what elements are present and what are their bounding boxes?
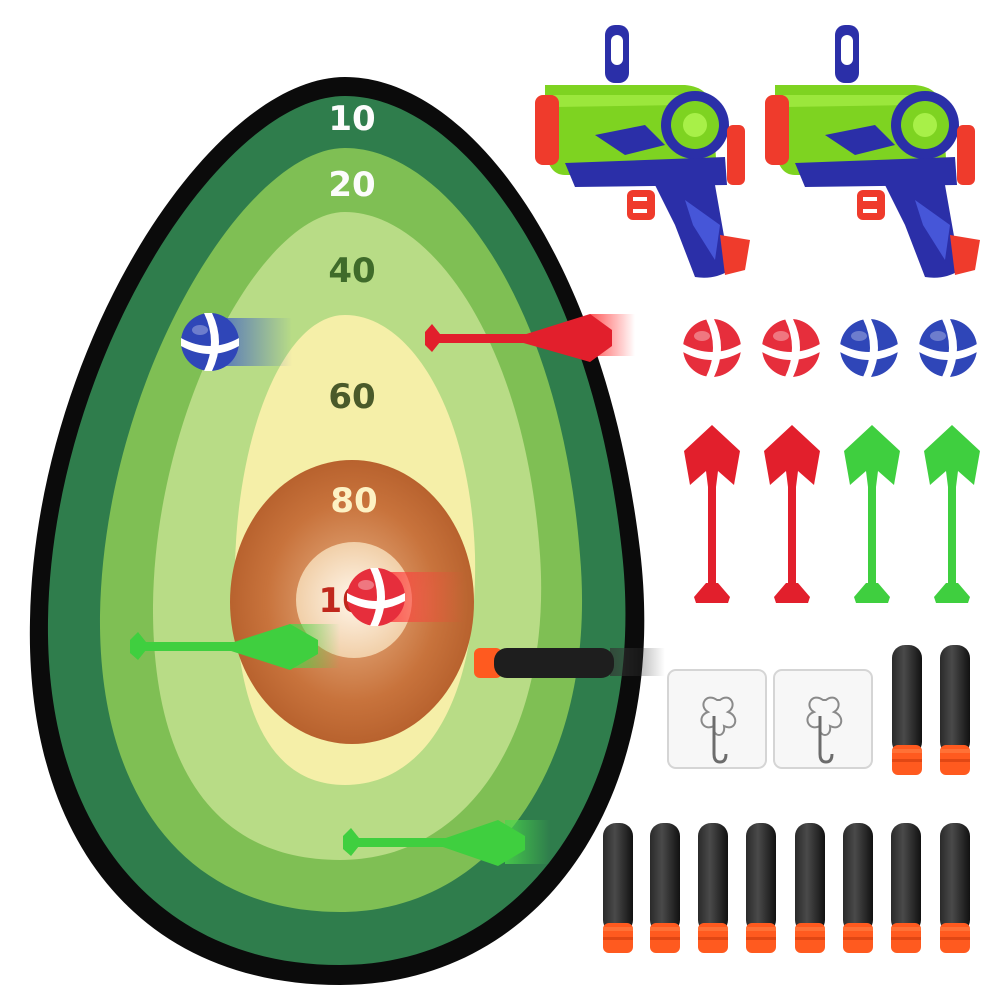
dart-red-1 bbox=[684, 425, 740, 603]
red-dart-on-target bbox=[425, 314, 635, 362]
sticky-ball-blue-2 bbox=[919, 319, 977, 377]
foam-bullet-4 bbox=[650, 823, 680, 953]
foam-bullet-8 bbox=[843, 823, 873, 953]
foam-bullet-3 bbox=[603, 823, 633, 953]
wall-hook-1 bbox=[666, 668, 768, 770]
dart-red-2 bbox=[764, 425, 820, 603]
score-label-60: 60 bbox=[328, 377, 375, 417]
foam-bullet-9 bbox=[891, 823, 921, 953]
sticky-ball-red-2 bbox=[762, 319, 820, 377]
foam-bullet-2 bbox=[940, 645, 970, 775]
score-label-10: 10 bbox=[328, 99, 375, 139]
blaster-2 bbox=[765, 25, 980, 278]
blue-ball-on-target bbox=[181, 313, 292, 371]
avocado-target: 10 20 40 60 80 100 bbox=[29, 77, 645, 985]
foam-bullet-on-target bbox=[474, 648, 665, 678]
red-ball-on-target bbox=[347, 568, 465, 626]
foam-bullet-5 bbox=[698, 823, 728, 953]
sticky-ball-red-1 bbox=[683, 319, 741, 377]
dart-green-1 bbox=[844, 425, 900, 603]
wall-hook-2 bbox=[772, 668, 874, 770]
green-dart-on-target-lower bbox=[343, 820, 550, 866]
foam-bullet-10 bbox=[940, 823, 970, 953]
foam-bullet-1 bbox=[892, 645, 922, 775]
green-dart-on-target-upper bbox=[130, 624, 340, 670]
dart-green-2 bbox=[924, 425, 980, 603]
foam-bullet-7 bbox=[795, 823, 825, 953]
score-label-80: 80 bbox=[330, 481, 377, 521]
score-label-40: 40 bbox=[328, 251, 375, 291]
score-label-20: 20 bbox=[328, 165, 375, 205]
sticky-ball-blue-1 bbox=[840, 319, 898, 377]
foam-bullet-6 bbox=[746, 823, 776, 953]
blaster-1 bbox=[535, 25, 750, 278]
